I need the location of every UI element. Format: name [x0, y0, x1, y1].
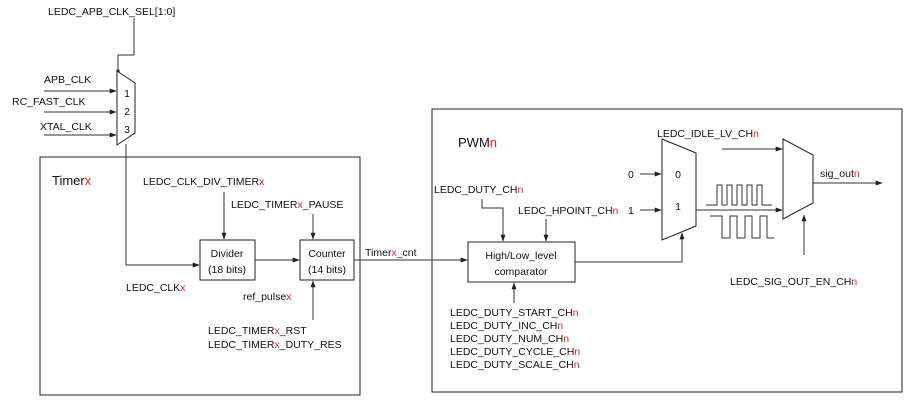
pwm-waveform-high — [706, 184, 772, 206]
pwm-title: PWMn — [458, 135, 497, 150]
divider-label-2: (18 bits) — [208, 264, 246, 276]
pwm-frame — [431, 108, 903, 393]
output-mux — [782, 138, 814, 220]
sig-out-en-label: LEDC_SIG_OUT_EN_CHn — [730, 276, 857, 288]
timer-rst-label: LEDC_TIMERx_RST — [208, 325, 307, 337]
timer-duty-res-label: LEDC_TIMERx_DUTY_RES — [208, 339, 342, 351]
comparator-label-2: comparator — [494, 266, 548, 278]
mux-to-divider-wire — [125, 144, 200, 268]
counter-label-1: Counter — [308, 248, 346, 260]
idle-lv-label: LEDC_IDLE_LV_CHn — [657, 128, 759, 140]
mux-input-1-label: 1 — [628, 205, 634, 217]
clk-mux — [116, 70, 136, 146]
duty-scale-label: LEDC_DUTY_SCALE_CHn — [450, 359, 580, 371]
clk-mux-port-2: 2 — [124, 106, 130, 118]
duty-mux-port-1: 1 — [675, 201, 681, 213]
duty-inc-label: LEDC_DUTY_INC_CHn — [450, 320, 563, 332]
timer-frame — [39, 156, 361, 396]
xtal-clk-label: XTAL_CLK — [40, 121, 92, 133]
ledc-clk-label: LEDC_CLKx — [126, 282, 186, 294]
comparator-label-1: High/Low_level — [485, 250, 556, 262]
timer-cnt-label: Timerx_cnt — [365, 247, 417, 259]
clk-mux-port-3: 3 — [124, 124, 130, 136]
clk-mux-port-1: 1 — [124, 88, 130, 100]
apb-clk-label: APB_CLK — [44, 74, 91, 86]
clk-sel-wire — [117, 18, 135, 70]
duty-mux — [661, 138, 697, 241]
duty-ch-wire — [481, 199, 506, 242]
timer-title: Timerx — [52, 173, 92, 188]
counter-label-2: (14 bits) — [308, 264, 346, 276]
mux-input-0-label: 0 — [628, 169, 634, 181]
hpoint-ch-label: LEDC_HPOINT_CHn — [518, 205, 619, 217]
duty-mux-port-0: 0 — [675, 169, 681, 181]
duty-ch-label: LEDC_DUTY_CHn — [434, 184, 523, 196]
comparator-box — [467, 241, 576, 283]
duty-cycle-label: LEDC_DUTY_CYCLE_CHn — [450, 346, 580, 358]
duty-num-label: LEDC_DUTY_NUM_CHn — [450, 333, 569, 345]
divider-box — [199, 239, 256, 281]
timer-pause-label: LEDC_TIMERx_PAUSE — [231, 199, 343, 211]
rc-fast-clk-label: RC_FAST_CLK — [12, 96, 86, 108]
clk-sel-label: LEDC_APB_CLK_SEL[1:0] — [48, 6, 175, 18]
counter-box — [299, 239, 355, 281]
pwm-waveform-low — [710, 215, 774, 239]
sig-out-label: sig_outn — [820, 168, 860, 180]
clk-div-timer-label: LEDC_CLK_DIV_TIMERx — [143, 176, 265, 188]
ref-pulse-label: ref_pulsex — [243, 291, 292, 303]
comparator-to-mux-wire — [575, 232, 685, 263]
divider-label-1: Divider — [211, 248, 244, 260]
duty-start-label: LEDC_DUTY_START_CHn — [450, 307, 579, 319]
